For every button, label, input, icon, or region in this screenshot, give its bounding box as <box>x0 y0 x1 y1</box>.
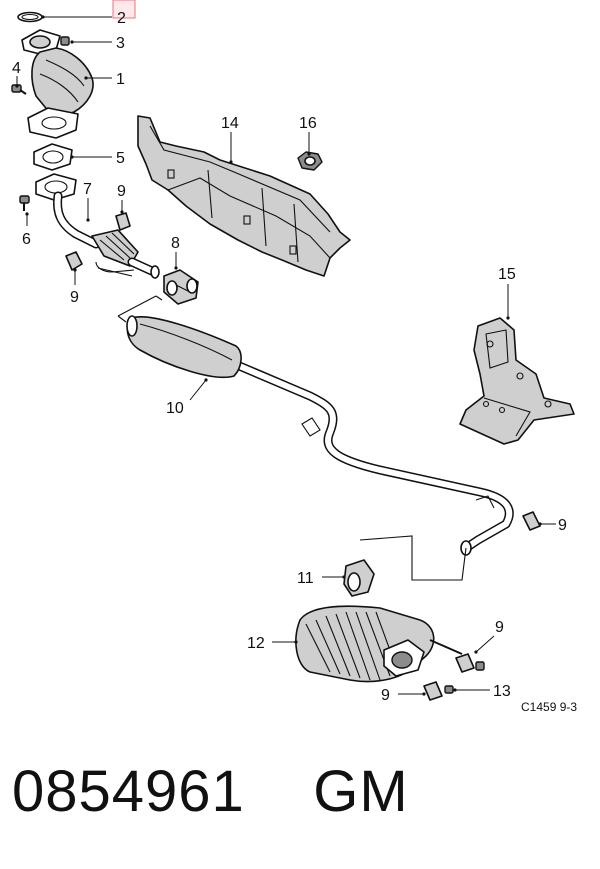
callout-10: 10 <box>166 400 184 417</box>
part-7-front-pipe <box>35 173 160 279</box>
leader-lines <box>15 15 556 696</box>
part-9-hanger-b <box>65 251 83 271</box>
callout-labels: 2 3 1 4 5 7 9 6 8 9 14 16 15 10 9 11 12 … <box>12 10 577 714</box>
part-14-heat-shield <box>137 115 351 277</box>
callout-4: 4 <box>12 60 21 77</box>
callout-12: 12 <box>247 635 265 652</box>
part-9-hanger-d <box>455 653 475 673</box>
part-9-hanger-c <box>522 511 541 531</box>
part-11-clamp <box>343 535 467 597</box>
callout-15: 15 <box>498 266 516 283</box>
callout-3: 3 <box>116 35 125 52</box>
callout-14: 14 <box>221 115 239 132</box>
part-13-nut <box>444 661 485 694</box>
callout-13: 13 <box>493 683 511 700</box>
callout-9-a: 9 <box>117 183 126 200</box>
callout-8: 8 <box>171 235 180 252</box>
part-1-catalytic-converter <box>21 29 94 139</box>
callout-11: 11 <box>297 570 314 587</box>
callout-2-highlight <box>112 0 136 19</box>
part-9-hanger-e <box>423 681 443 701</box>
callout-9-c: 9 <box>558 517 567 534</box>
part-2-gasket-ring <box>17 11 43 23</box>
callout-9-e: 9 <box>381 687 390 704</box>
callout-2: 2 <box>117 10 126 27</box>
part-9-hanger-a <box>115 212 131 231</box>
callout-9-b: 9 <box>70 289 79 306</box>
callout-7: 7 <box>83 181 92 198</box>
part-15-bracket-shield <box>459 317 575 445</box>
callout-9-d: 9 <box>495 619 504 636</box>
part-16-nut <box>297 151 323 171</box>
callout-16: 16 <box>299 115 317 132</box>
part-4-bolt <box>11 84 27 95</box>
part-5-flange-gasket <box>33 143 73 171</box>
callout-5: 5 <box>116 150 125 167</box>
part-number-label: 0854961 GM <box>12 759 409 824</box>
exhaust-system-diagram: 2 3 1 4 5 7 9 6 8 9 14 16 15 10 9 11 12 … <box>11 0 577 714</box>
part-10-intermediate-pipe <box>117 295 514 556</box>
diagram-reference-code: C1459 9-3 <box>521 700 577 714</box>
callout-6: 6 <box>22 231 31 248</box>
part-6-bolt <box>19 195 30 211</box>
part-12-rear-silencer <box>295 605 463 683</box>
part-8-clamp <box>163 269 199 305</box>
callout-1: 1 <box>116 71 125 88</box>
part-3-nut <box>60 36 70 46</box>
